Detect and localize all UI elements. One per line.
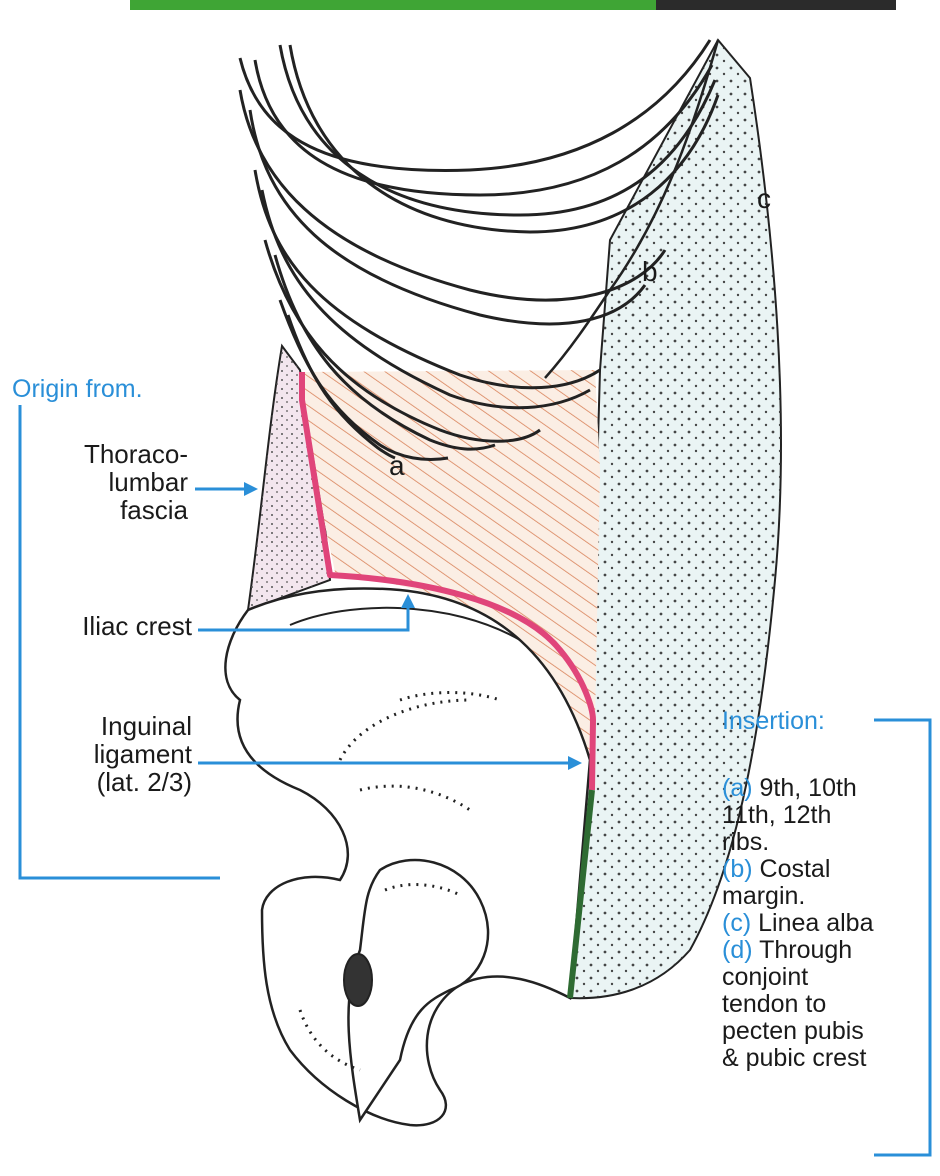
figure-letter-b: b: [642, 256, 658, 288]
inguinal-line-3: (lat. 2/3): [50, 768, 192, 796]
insertion-item-d: (d) Through conjoint tendon to pecten pu…: [722, 937, 934, 1072]
origin-title: Origin from.: [12, 376, 143, 403]
label-iliac-crest: Iliac crest: [50, 612, 192, 640]
insertion-item-c: (c) Linea alba: [722, 910, 934, 937]
insertion-a-line-2: 11th, 12th: [722, 802, 934, 829]
obturator-foramen: [344, 954, 372, 1006]
thoracolumbar-line-2: lumbar: [50, 468, 188, 496]
label-inguinal-ligament: Inguinal ligament (lat. 2/3): [50, 712, 192, 796]
insertion-text-c: Linea alba: [758, 909, 873, 937]
insertion-list: (a) 9th, 10th 11th, 12th ribs. (b) Costa…: [722, 775, 934, 1072]
insertion-item-a: (a) 9th, 10th 11th, 12th ribs.: [722, 775, 934, 856]
insertion-b-line-2: margin.: [722, 883, 934, 910]
insertion-letter-c: (c): [722, 909, 751, 937]
insertion-d-line-3: tendon to: [722, 991, 934, 1018]
inguinal-line-2: ligament: [50, 740, 192, 768]
insertion-d-line-5: & pubic crest: [722, 1045, 934, 1072]
insertion-d-line-4: pecten pubis: [722, 1018, 934, 1045]
inguinal-line-1: Inguinal: [50, 712, 192, 740]
insertion-letter-b: (b): [722, 855, 753, 883]
pelvis: [225, 588, 590, 1125]
insertion-letter-d: (d): [722, 936, 753, 964]
insertion-a-line-3: ribs.: [722, 829, 934, 856]
top-bar-dark: [656, 0, 896, 10]
iliac-crest-text: Iliac crest: [50, 612, 192, 640]
insertion-letter-a: (a): [722, 774, 753, 802]
insertion-text-d: Through: [759, 936, 852, 964]
insertion-text-a: 9th, 10th: [760, 774, 857, 802]
label-thoracolumbar-fascia: Thoraco- lumbar fascia: [50, 440, 188, 524]
insertion-title: Insertion:: [722, 708, 825, 735]
thoracolumbar-line-1: Thoraco-: [50, 440, 188, 468]
insertion-text-b: Costal: [760, 855, 831, 883]
figure-letter-c: c: [757, 183, 771, 215]
insertion-item-b: (b) Costal margin.: [722, 856, 934, 910]
figure-letter-a: a: [389, 450, 405, 482]
insertion-d-line-2: conjoint: [722, 964, 934, 991]
arrow-thoracolumbar: [195, 482, 258, 496]
thoracolumbar-line-3: fascia: [50, 496, 188, 524]
top-bar-green: [130, 0, 658, 10]
